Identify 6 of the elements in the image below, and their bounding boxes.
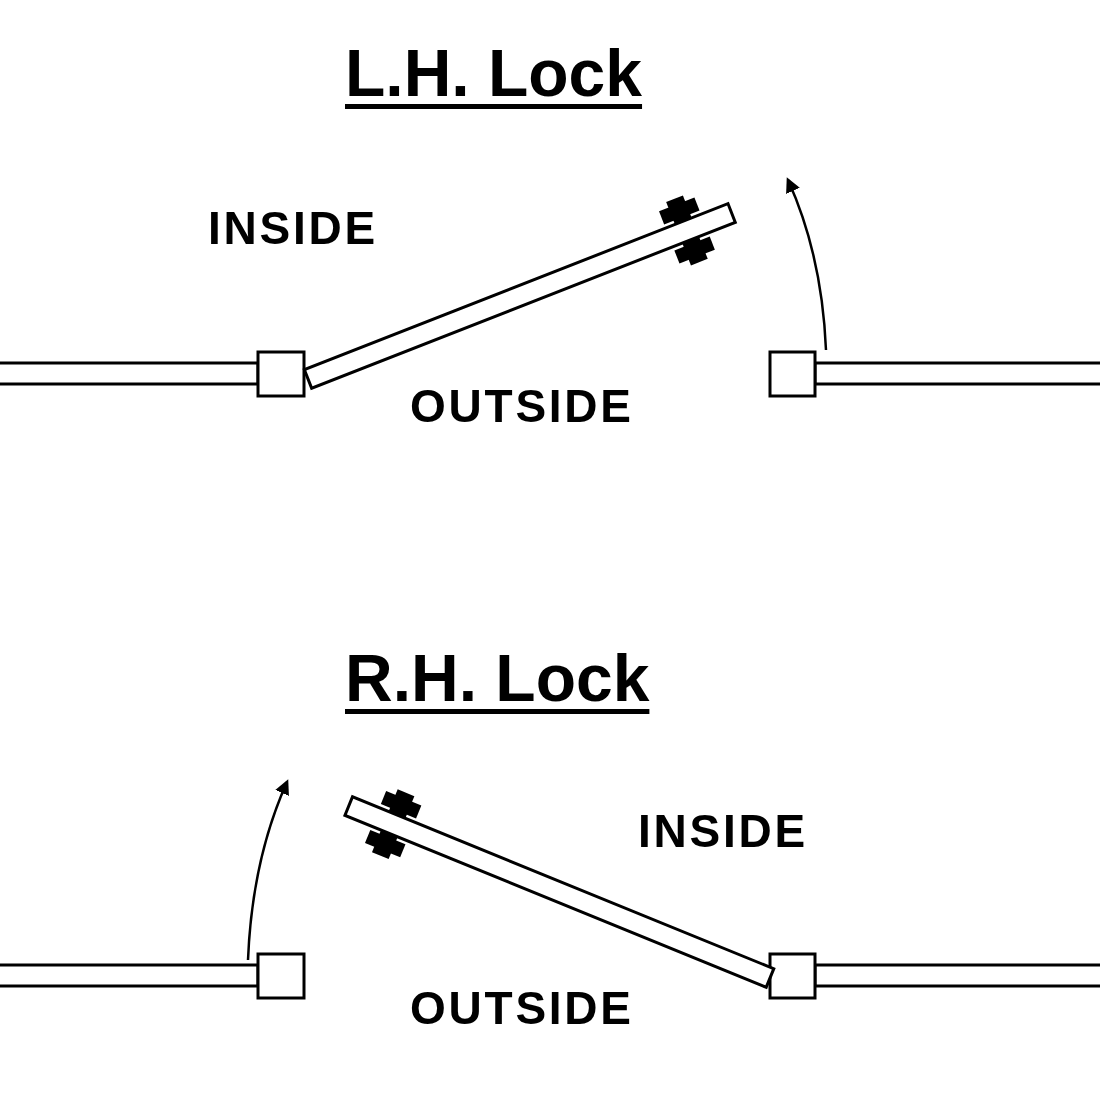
side-label: INSIDE	[638, 808, 808, 854]
side-label: OUTSIDE	[410, 985, 634, 1031]
diagram-heading: R.H. Lock	[345, 645, 650, 711]
side-label: INSIDE	[208, 205, 378, 251]
diagram-heading: L.H. Lock	[345, 40, 643, 106]
side-label: OUTSIDE	[410, 383, 634, 429]
